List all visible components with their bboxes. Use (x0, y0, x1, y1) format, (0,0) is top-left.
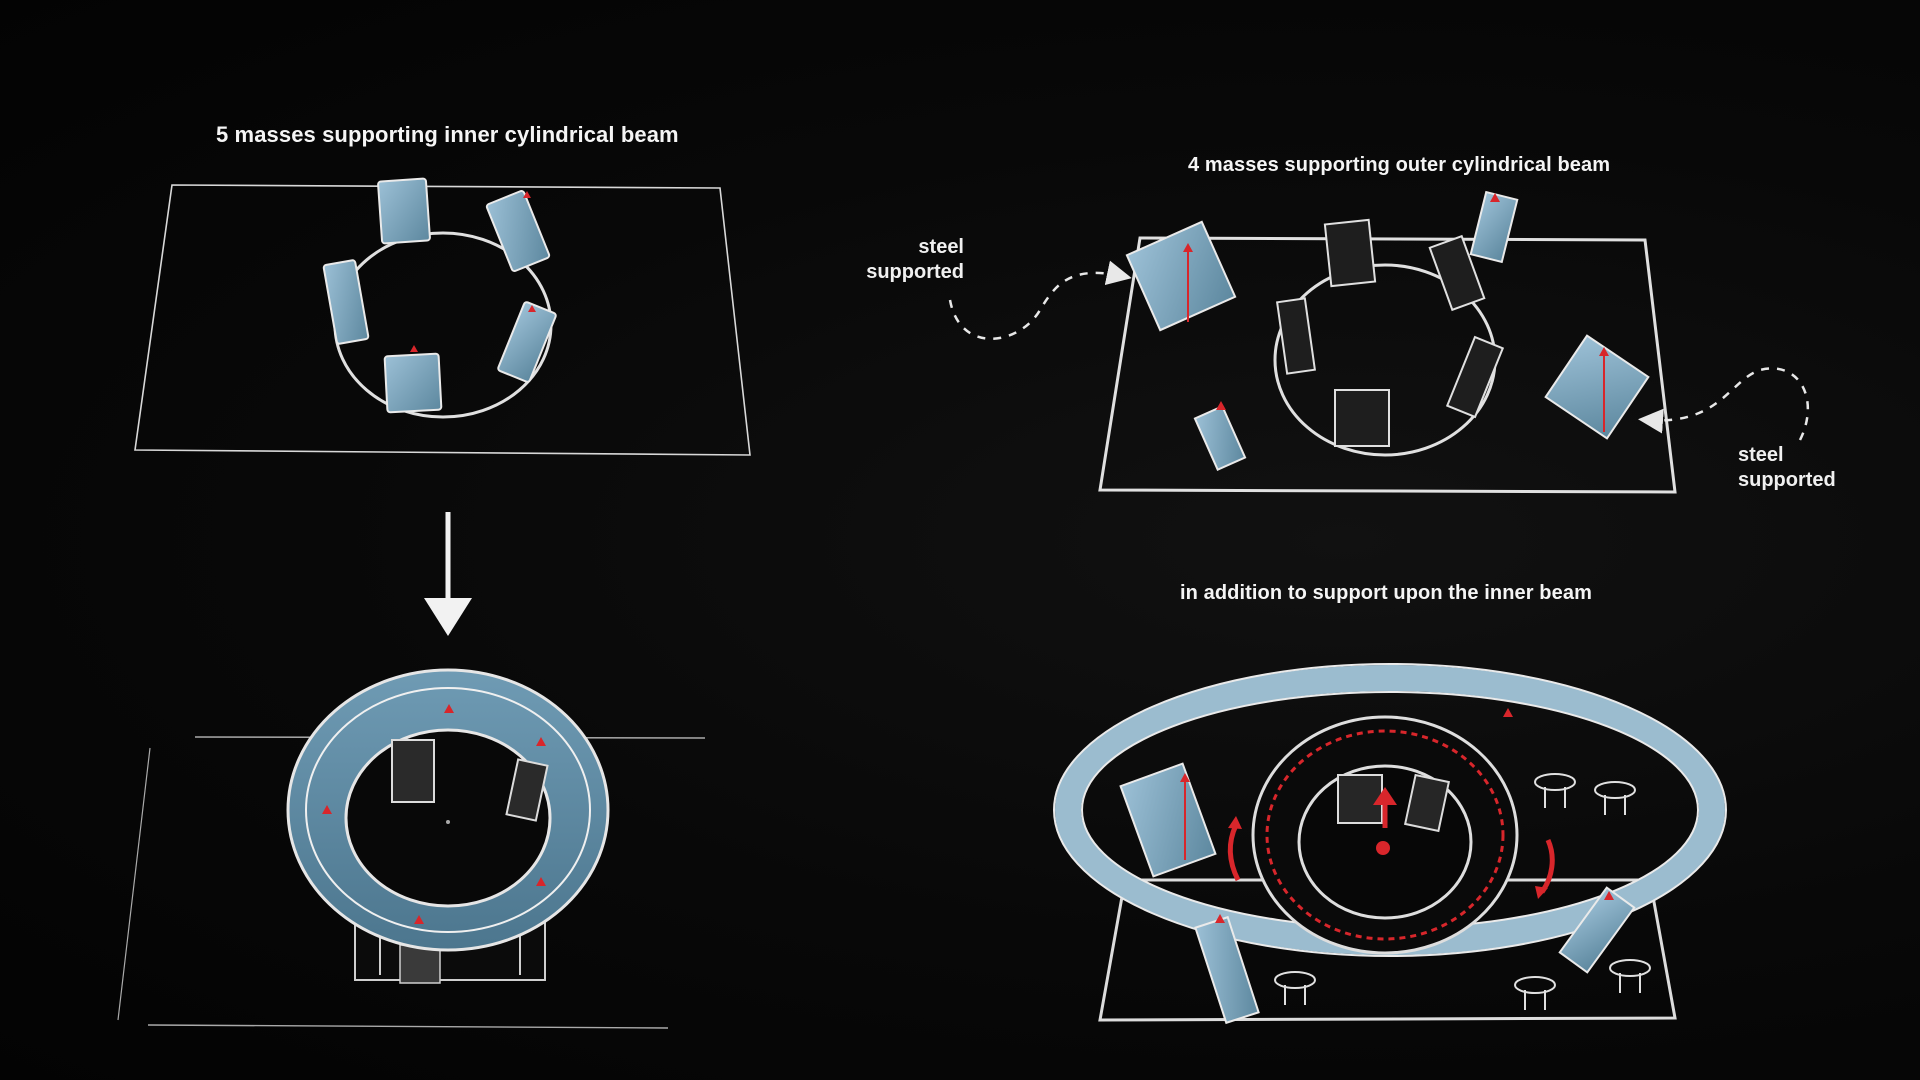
steel-leader-left (948, 260, 1132, 340)
caption-outer-beam: 4 masses supporting outer cylindrical be… (1188, 154, 1611, 176)
mass-block (497, 301, 557, 383)
steel-label-line1: steel (1738, 444, 1784, 466)
mass-block (383, 345, 443, 414)
outer-beam-assembled-diagram (1053, 663, 1727, 1025)
steel-leader-right (1638, 367, 1810, 441)
outer-mass-block (1544, 334, 1650, 440)
mass-block (322, 259, 370, 345)
outer-beam-plane-diagram (948, 190, 1810, 494)
caption-inner-beam: 5 masses supporting inner cylindrical be… (216, 122, 679, 147)
ground-plane (134, 184, 751, 456)
outer-mass-block (1193, 401, 1247, 472)
inner-beam-assembled-diagram (117, 668, 706, 1029)
furniture-sketch (1274, 773, 1651, 1010)
down-arrow-icon (424, 512, 472, 636)
outer-mass-block (1125, 220, 1237, 332)
inner-beam-plane-diagram (134, 177, 751, 456)
steel-label-line1: steel (918, 236, 964, 258)
caption-inner-support: in addition to support upon the inner be… (1180, 582, 1592, 604)
mass-block (377, 177, 431, 245)
steel-label-line2: supported (866, 261, 964, 283)
outer-mass-block (1469, 190, 1519, 264)
steel-supported-label-left: steel supported (862, 235, 964, 285)
mass-block (485, 190, 551, 272)
steel-label-line2: supported (1738, 469, 1836, 491)
steel-supported-label-right: steel supported (1738, 443, 1836, 493)
